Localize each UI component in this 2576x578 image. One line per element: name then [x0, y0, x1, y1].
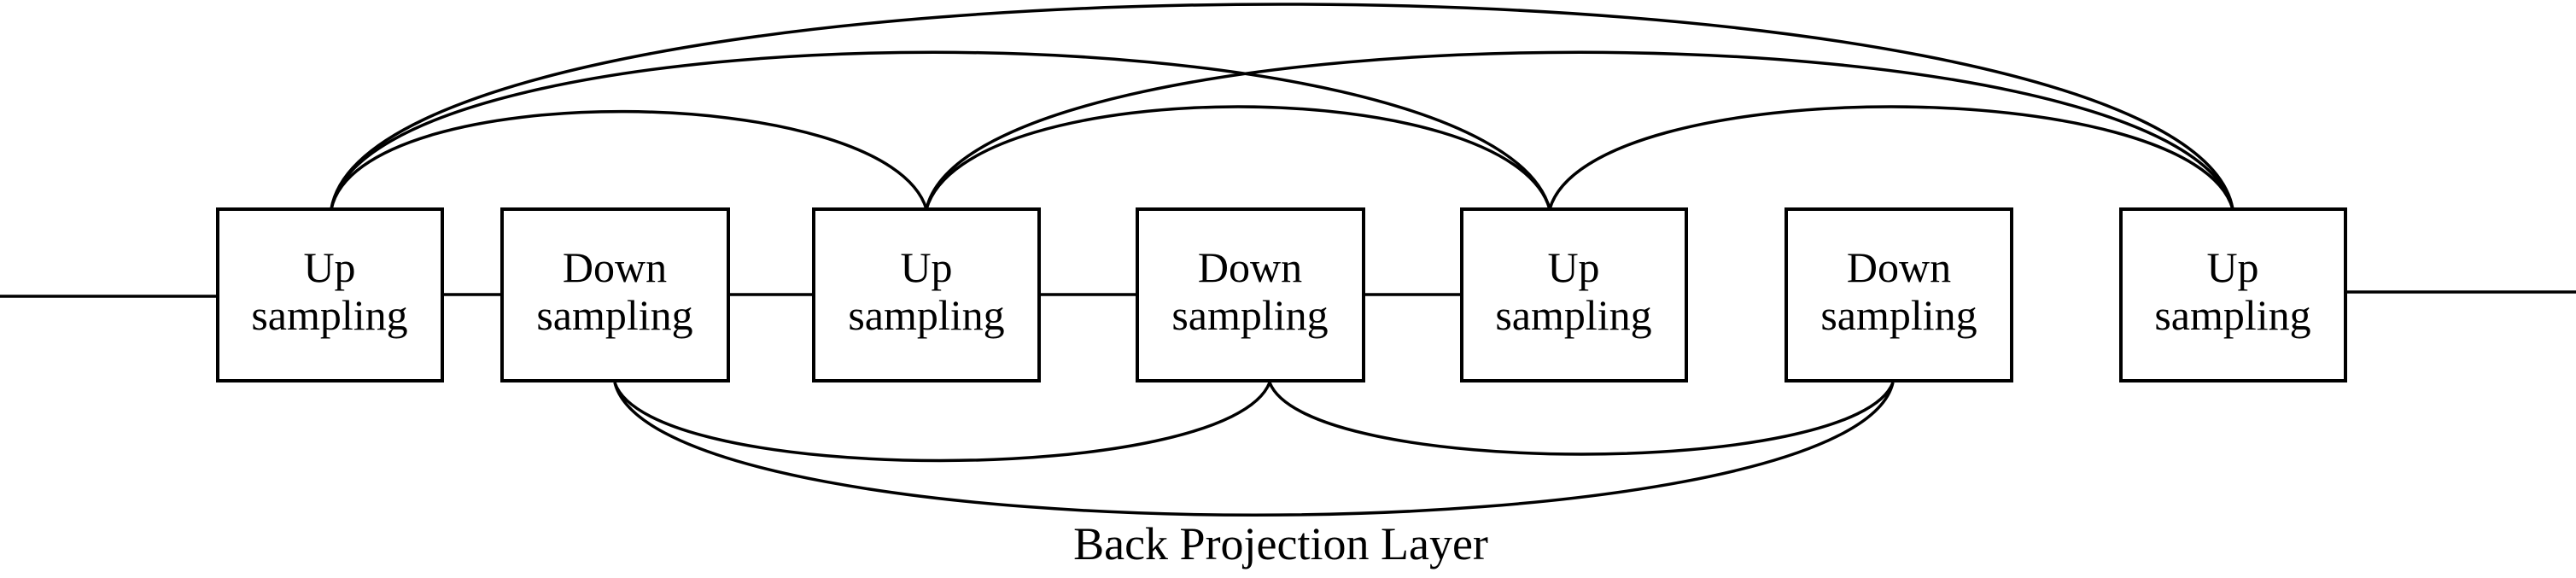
block-label-line1: Up: [303, 243, 355, 291]
block-label-line1: Up: [2206, 243, 2258, 291]
block-label-line2: sampling: [251, 291, 407, 339]
up-sampling-block-2: Up sampling: [812, 207, 1041, 382]
skip-connection-up1-up3: [330, 50, 1551, 210]
block-label-line1: Down: [1847, 243, 1951, 291]
block-label-line1: Up: [900, 243, 952, 291]
down-sampling-block-3: Down sampling: [1785, 207, 2013, 382]
skip-connection-down1-down3: [613, 382, 1895, 517]
skip-connection-up1-up2: [330, 109, 928, 210]
block-label-line1: Up: [1547, 243, 1599, 291]
up-sampling-block-4: Up sampling: [2119, 207, 2347, 382]
up-sampling-block-1: Up sampling: [216, 207, 444, 382]
diagram-caption: Back Projection Layer: [1073, 518, 1488, 569]
block-label-line1: Down: [563, 243, 667, 291]
down-sampling-block-2: Down sampling: [1136, 207, 1365, 382]
block-label-line2: sampling: [848, 291, 1004, 339]
skip-connection-up2-up3: [925, 105, 1551, 210]
block-label-line2: sampling: [536, 291, 692, 339]
top-skip-connections: [330, 3, 2234, 210]
skip-connection-up1-up4: [330, 3, 2234, 210]
skip-connection-up2-up4: [925, 50, 2234, 210]
up-sampling-block-3: Up sampling: [1460, 207, 1688, 382]
down-sampling-block-1: Down sampling: [500, 207, 730, 382]
skip-connection-down2-down3: [1268, 382, 1895, 456]
block-label-line2: sampling: [2154, 291, 2310, 339]
bottom-skip-connections: [613, 382, 1895, 517]
skip-connection-down1-down2: [613, 382, 1271, 463]
block-label-line2: sampling: [1171, 291, 1328, 339]
block-label-line2: sampling: [1495, 291, 1651, 339]
block-label-line2: sampling: [1820, 291, 1977, 339]
skip-connection-up3-up4: [1548, 105, 2234, 210]
block-label-line1: Down: [1198, 243, 1302, 291]
